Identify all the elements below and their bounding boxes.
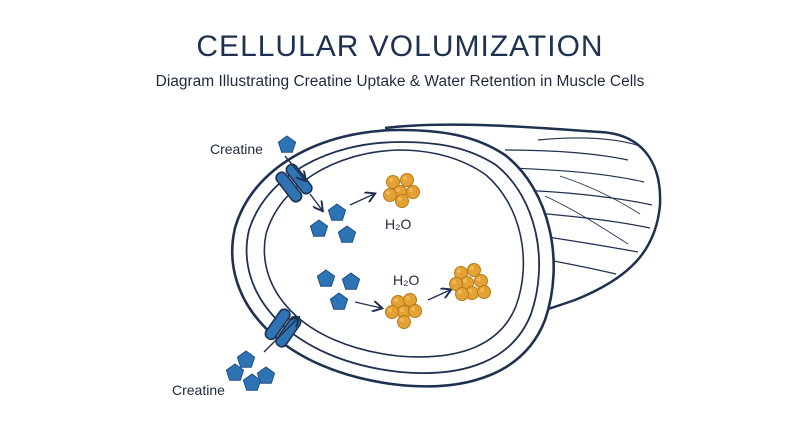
creatine-molecule xyxy=(277,135,297,153)
creatine-molecule xyxy=(236,350,256,368)
water-label-top: H₂O xyxy=(385,216,412,232)
page-title: CELLULAR VOLUMIZATION xyxy=(196,30,604,63)
water-label-bottom: H₂O xyxy=(393,272,420,288)
page-subtitle: Diagram Illustrating Creatine Uptake & W… xyxy=(155,73,645,90)
creatine-molecule xyxy=(256,366,276,384)
creatine-label-top: Creatine xyxy=(210,141,263,157)
cell-membrane xyxy=(230,128,555,388)
creatine-label-bottom: Creatine xyxy=(172,382,225,398)
